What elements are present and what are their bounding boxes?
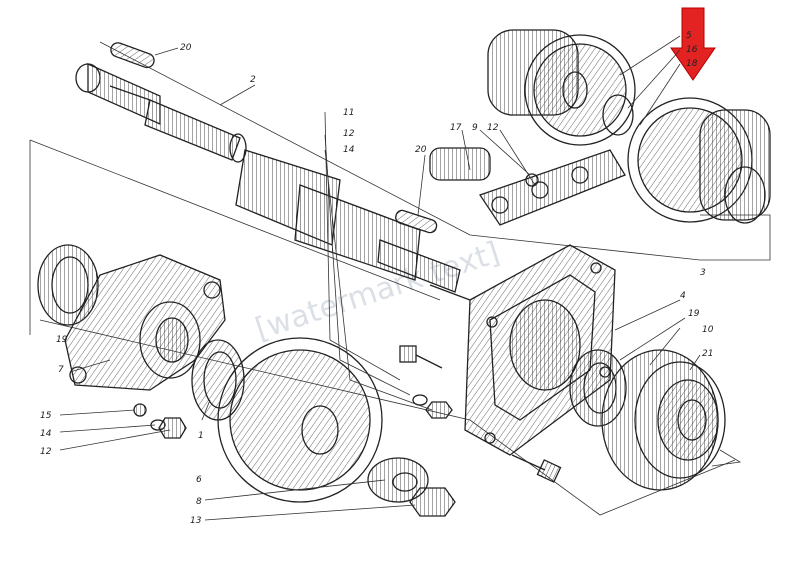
label-11: 11	[343, 108, 354, 118]
label-19-left: 19	[56, 335, 68, 345]
label-8: 8	[196, 497, 202, 507]
label-17: 17	[450, 123, 462, 133]
fasteners-left	[133, 403, 187, 439]
key-part-20-b	[395, 209, 438, 234]
label-10: 10	[702, 325, 714, 335]
flange-bracket	[64, 254, 226, 391]
label-7: 7	[58, 365, 64, 375]
label-4: 4	[680, 291, 686, 301]
leader-lines	[59, 35, 701, 521]
label-13: 13	[190, 516, 202, 526]
label-16: 16	[686, 45, 698, 55]
bearing-part	[601, 349, 726, 491]
bolt-part	[511, 454, 562, 483]
label-5: 5	[686, 31, 692, 41]
label-15: 15	[40, 411, 52, 421]
sprocket-top	[487, 29, 636, 146]
label-20-mid: 20	[415, 145, 427, 155]
fasteners-bottom	[367, 457, 456, 517]
label-2: 2	[250, 75, 256, 85]
label-12-chain: 12	[487, 123, 499, 133]
label-14-mid: 14	[343, 145, 355, 155]
label-3: 3	[700, 268, 706, 278]
part-labels: 20 2 11 12 14 17 9 12 20 5 16 18 3 4 19 …	[40, 31, 714, 526]
chain-segment	[429, 147, 626, 226]
label-21: 21	[702, 349, 713, 359]
label-12-left: 12	[40, 447, 52, 457]
key-part-20	[110, 42, 155, 69]
red-down-arrow-icon	[670, 7, 716, 81]
fasteners-middle	[399, 345, 453, 419]
label-6: 6	[196, 475, 202, 485]
label-19-right: 19	[688, 309, 700, 319]
shaft-part	[75, 62, 471, 301]
label-12-mid: 12	[343, 129, 355, 139]
label-18: 18	[686, 59, 698, 69]
label-1: 1	[198, 431, 204, 441]
label-20-top: 20	[180, 43, 192, 53]
sprocket-bottom	[217, 337, 383, 503]
label-14-left: 14	[40, 429, 52, 439]
sprocket-right	[627, 97, 771, 224]
label-9: 9	[472, 123, 478, 133]
